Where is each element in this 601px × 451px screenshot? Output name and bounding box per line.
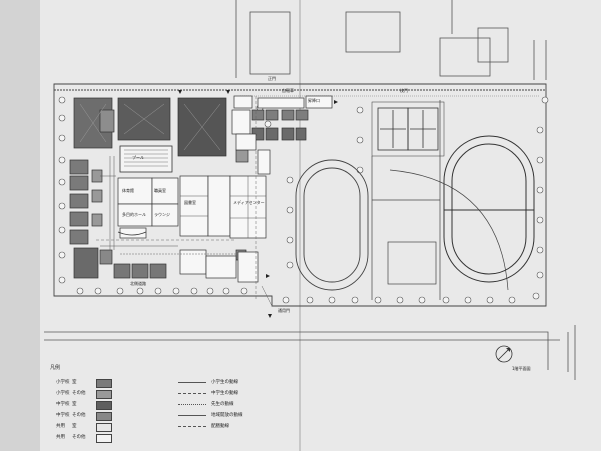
legend-swatch (96, 412, 112, 421)
legend-swatch (96, 434, 112, 443)
legend-swatch (96, 423, 112, 432)
legend-line-sample (178, 382, 206, 383)
legend-school-type: 小学校 (56, 391, 70, 396)
legend-school-type: 共用 (56, 424, 65, 429)
scale-note: 1階平面図 (512, 366, 531, 371)
gate-label-1: 正門 (268, 76, 276, 81)
legend-room-kind: 室 (72, 380, 77, 385)
legend-room-kind: 室 (72, 424, 77, 429)
legend-row: 中学校その他 地域開放の動線 (56, 411, 296, 421)
legend-route-label: 配膳動線 (211, 424, 229, 429)
legend-swatch (96, 379, 112, 388)
room-label-entrance: 昇降口 (308, 98, 320, 103)
legend-route-label: 先生の動線 (211, 402, 234, 407)
field-lines (371, 100, 509, 300)
legend-school-type: 共用 (56, 435, 65, 440)
gate-label-4: 北側道路 (130, 281, 146, 286)
legend-room-kind: その他 (72, 435, 86, 440)
entrance-arrows (178, 90, 338, 318)
legend-row: 中学校室 先生の動線 (56, 400, 296, 410)
legend-line-sample (178, 393, 206, 394)
gate-label-5: 通用門 (278, 308, 290, 313)
north-arrow-compass (495, 345, 513, 363)
legend-school-type: 小学校 (56, 380, 70, 385)
legend-row: 小学校その他 中学生の動線 (56, 389, 296, 399)
room-label-pool: プール (132, 155, 144, 160)
legend-school-type: 中学校 (56, 413, 70, 418)
room-label-media: メディアセンター (233, 200, 265, 205)
pool (119, 145, 173, 173)
legend-row: 共用 室 配膳動線 (56, 422, 296, 432)
legend-swatch (96, 401, 112, 410)
neighbour-buildings (235, 0, 547, 80)
south-road (44, 325, 576, 380)
tennis-courts (371, 101, 445, 157)
legend-room-kind: 室 (72, 402, 77, 407)
block-hatch (79, 103, 221, 151)
legend-route-label: 小学生の動線 (211, 380, 238, 385)
room-label-lounge: ラウンジ (154, 212, 170, 217)
hall-arc (117, 231, 147, 236)
trees (58, 96, 549, 304)
room-label-library: 図書室 (184, 200, 196, 205)
legend-route-label: 中学生の動線 (211, 391, 238, 396)
legend-line-sample (178, 426, 206, 427)
room-label-office: 職員室 (154, 188, 166, 193)
legend-row: 共用 その他 (56, 433, 296, 443)
legend-line-sample (178, 415, 206, 416)
room-label-hall: 多目的ホール (122, 212, 146, 217)
legend-route-label: 地域開放の動線 (211, 413, 243, 418)
gate-label-3: 校門 (400, 88, 408, 93)
circulation-lines (96, 96, 273, 307)
running-track-small (295, 159, 369, 291)
legend-title: 凡例 (50, 365, 61, 371)
gate-label-2: 自転車 (282, 88, 294, 93)
running-track-large (443, 135, 535, 283)
room-partitions (100, 156, 266, 250)
legend-room-kind: その他 (72, 413, 86, 418)
legend-school-type: 中学校 (56, 402, 70, 407)
legend-swatch (96, 390, 112, 399)
legend-line-sample (178, 404, 206, 405)
legend-room-kind: その他 (72, 391, 86, 396)
room-label-gym: 体育館 (122, 188, 134, 193)
legend-row: 小学校室 小学生の動線 (56, 378, 296, 388)
